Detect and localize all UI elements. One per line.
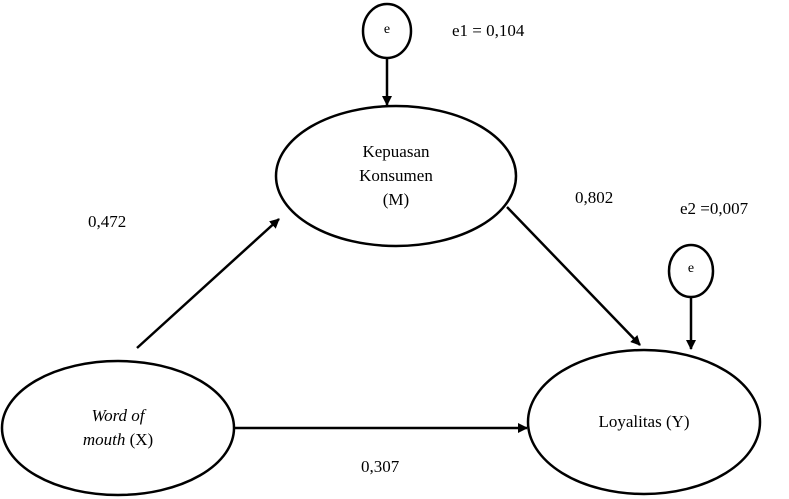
error-e1-label: e1 = 0,104 [452, 21, 525, 40]
independent-label-line1: Word of [91, 406, 145, 425]
path-x-to-m [136, 218, 280, 349]
coef-x-to-y: 0,307 [361, 457, 400, 476]
independent-label-mouth: mouth [82, 430, 126, 449]
dependent-label: Loyalitas (Y) [598, 412, 690, 431]
independent-label-x: (X) [125, 430, 154, 449]
coef-x-to-m: 0,472 [88, 212, 127, 231]
independent-label-line2: mouth (X) [48, 428, 188, 452]
mediator-node [274, 104, 518, 248]
mediator-label-line1: Kepuasan [362, 142, 430, 161]
mediator-label-line3: (M) [382, 190, 410, 209]
path-m-to-y [506, 206, 641, 346]
mediator-label-line2: Konsumen [359, 166, 433, 185]
error-right-symbol: e [687, 261, 695, 276]
mediator-label: Kepuasan Konsumen (M) [316, 140, 476, 212]
error-top-symbol: e [383, 22, 391, 37]
independent-label: Word of mouth (X) [48, 404, 188, 452]
dependent-node [526, 348, 762, 496]
error-e2-label: e2 =0,007 [680, 199, 749, 218]
coef-m-to-y: 0,802 [575, 188, 614, 207]
